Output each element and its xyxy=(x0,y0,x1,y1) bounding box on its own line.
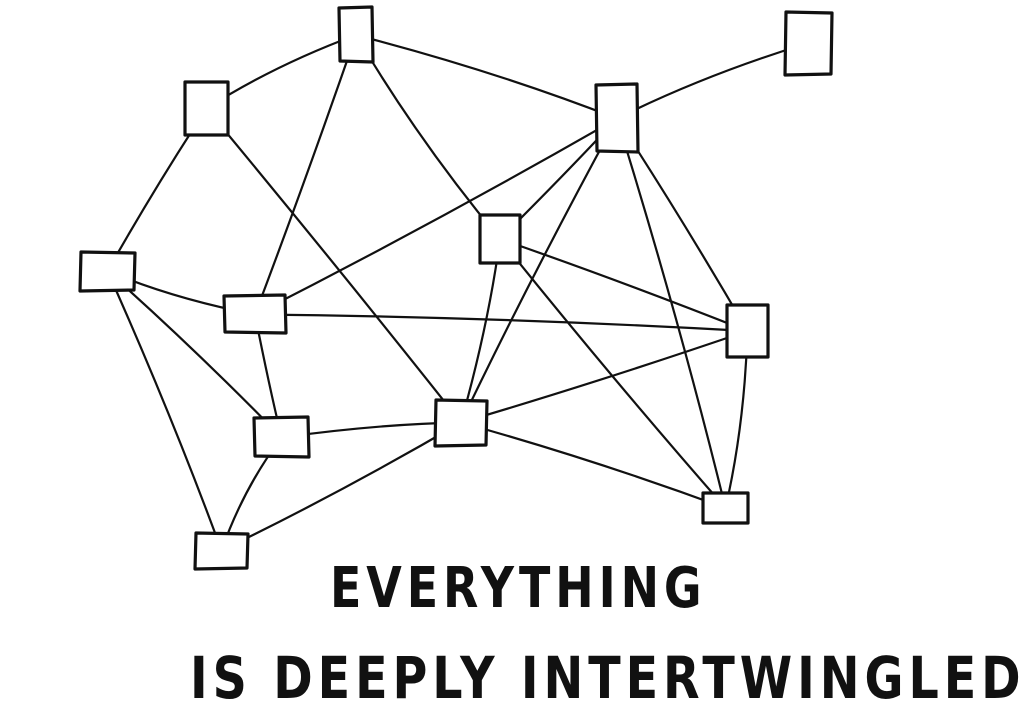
caption-line-1: EVERYTHING xyxy=(330,556,707,621)
edge-n7-n8 xyxy=(253,313,749,333)
node-box-n2 xyxy=(183,80,230,137)
node-box-n9 xyxy=(433,398,489,448)
node-box-n5 xyxy=(478,213,522,265)
caption-line-2: IS DEEPLY INTERTWINGLED. xyxy=(190,644,1024,712)
node-box-n1 xyxy=(337,5,375,64)
edge-n4-n9 xyxy=(459,117,619,424)
edge-n1-n5 xyxy=(354,33,502,241)
node-box-n12 xyxy=(193,531,250,571)
edge-n1-n4 xyxy=(354,33,619,120)
edge-n6-n12 xyxy=(106,269,223,552)
edge-n2-n9 xyxy=(205,107,463,424)
edge-n9-n8 xyxy=(459,329,749,424)
node-box-n4 xyxy=(594,82,640,154)
node-box-n11 xyxy=(701,491,750,525)
edge-n1-n7 xyxy=(253,33,358,316)
edge-n5-n9 xyxy=(459,237,502,424)
edge-n5-n8 xyxy=(498,237,749,333)
node-box-n8 xyxy=(725,303,770,359)
edge-n12-n9 xyxy=(220,421,463,552)
node-box-n7 xyxy=(222,293,288,335)
edge-n3-n4 xyxy=(615,41,810,120)
edge-n9-n11 xyxy=(459,421,727,510)
edge-n4-n7 xyxy=(253,117,619,316)
node-box-n6 xyxy=(78,250,137,293)
node-box-n10 xyxy=(252,415,311,459)
edge-n4-n11 xyxy=(615,117,727,510)
node-box-n3 xyxy=(783,10,834,77)
